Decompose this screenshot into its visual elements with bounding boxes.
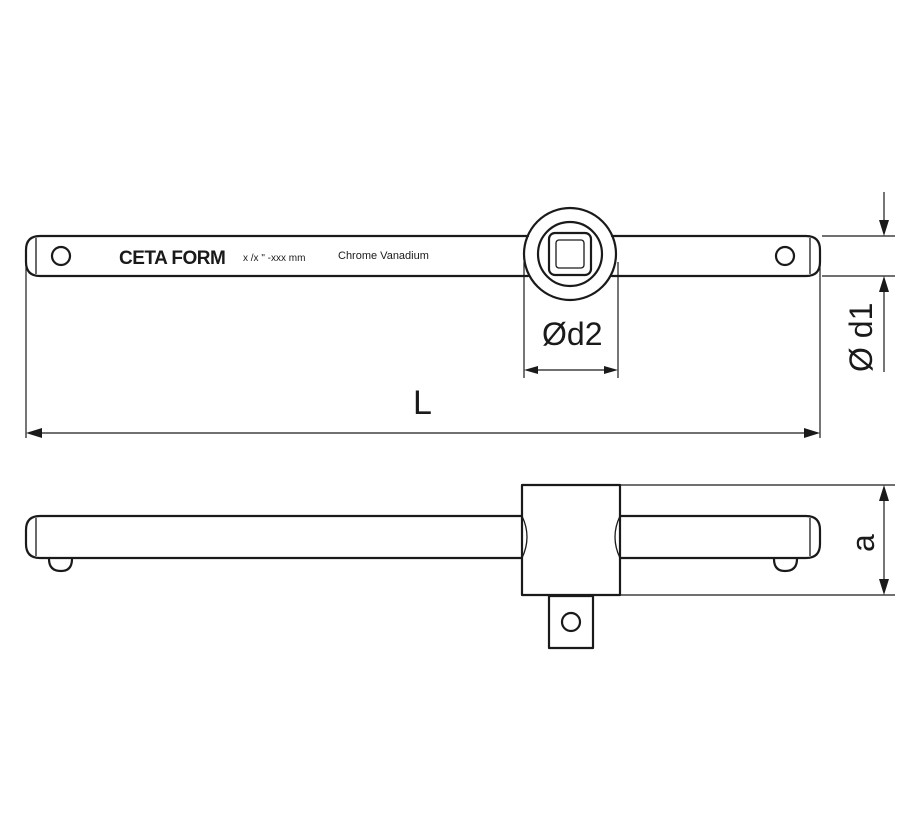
left-detent-ball (47, 557, 74, 573)
length-arrow-right (804, 428, 820, 438)
a-arrow-top (879, 485, 889, 501)
right-detent-hole (774, 245, 796, 267)
size-inscription: x /x " -xxx mm (243, 253, 305, 264)
material-inscription: Chrome Vanadium (338, 250, 429, 262)
length-label: L (413, 384, 432, 422)
brand-logo: CETA FORM (119, 248, 225, 269)
square-drive-inner (555, 239, 585, 269)
square-drive-detent (560, 611, 582, 633)
right-detent-ball (772, 557, 799, 573)
side-square-drive (547, 594, 595, 650)
top-view: CETA FORM x /x " -xxx mm Chrome Vanadium… (24, 192, 895, 438)
d1-label: Ø d1 (843, 303, 879, 372)
d1-arrow-bottom (879, 276, 889, 292)
d1-arrow-top (879, 220, 889, 236)
d2-arrow-right (604, 366, 618, 374)
side-bar-right (618, 514, 822, 560)
side-bar-left (24, 514, 524, 560)
square-drive-outer (547, 231, 593, 277)
sliding-head-inner (536, 220, 604, 288)
left-detent-hole (50, 245, 72, 267)
a-label: a (845, 534, 881, 552)
head-bar-curve-right (614, 515, 621, 559)
head-bar-curve-left (521, 515, 528, 559)
sliding-head-outer (522, 206, 618, 302)
side-view: a (24, 483, 895, 650)
d2-arrow-left (524, 366, 538, 374)
d2-label: Ød2 (542, 316, 602, 352)
top-bar-left (24, 234, 530, 278)
a-arrow-bottom (879, 579, 889, 595)
length-arrow-left (26, 428, 42, 438)
side-head-block (520, 483, 622, 597)
top-bar-right (610, 234, 822, 278)
